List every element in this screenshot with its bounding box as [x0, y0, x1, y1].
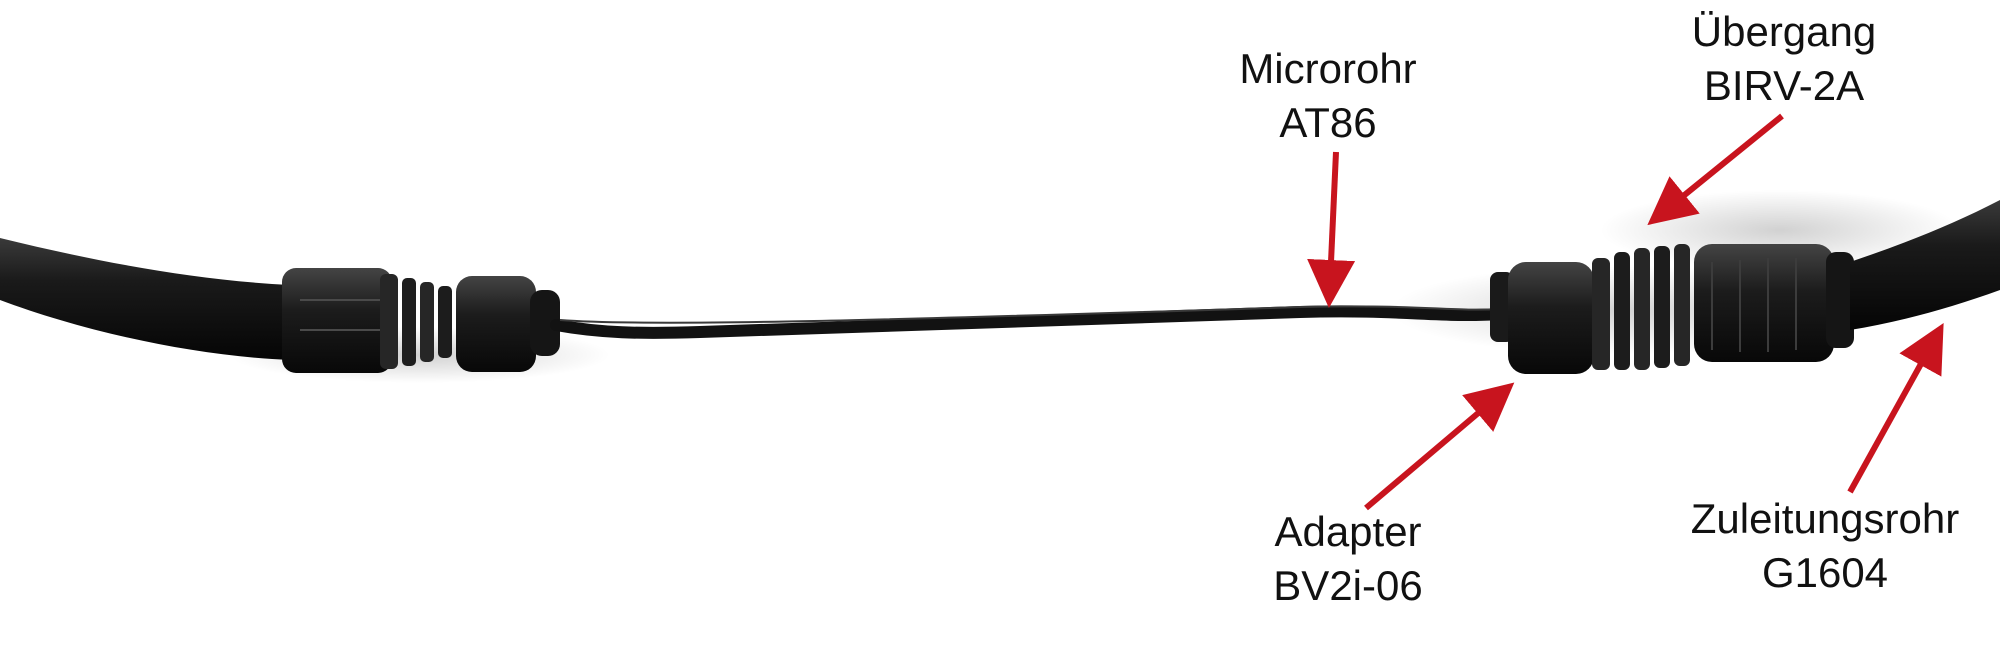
label-adapter: Adapter BV2i-06: [1273, 505, 1422, 613]
right-connector-assembly: [1490, 244, 1854, 374]
left-connector: [282, 268, 560, 373]
arrow-zuleitungsrohr: [1847, 323, 1944, 494]
arrow-adapter: [1364, 382, 1515, 511]
label-zuleitungsrohr: Zuleitungsrohr G1604: [1691, 492, 1959, 600]
right-supply-tube: [1850, 200, 2000, 330]
label-adapter-line1: Adapter: [1274, 508, 1422, 555]
label-uebergang-line2: BIRV-2A: [1703, 62, 1865, 109]
arrow-uebergang: [1647, 113, 1784, 226]
left-supply-tube: [0, 238, 290, 360]
label-uebergang-line1: Übergang: [1691, 8, 1877, 55]
label-adapter-line2: BV2i-06: [1273, 562, 1423, 609]
label-microrohr: Microrohr AT86: [1239, 42, 1416, 150]
micro-tube: [550, 305, 1506, 339]
label-microrohr-line2: AT86: [1279, 99, 1377, 146]
label-uebergang: Übergang BIRV-2A: [1692, 5, 1876, 113]
label-microrohr-line1: Microrohr: [1239, 45, 1417, 92]
label-zuleitungsrohr-line2: G1604: [1761, 549, 1889, 596]
arrow-microrohr: [1307, 151, 1356, 308]
label-zuleitungsrohr-line1: Zuleitungsrohr: [1690, 495, 1960, 542]
